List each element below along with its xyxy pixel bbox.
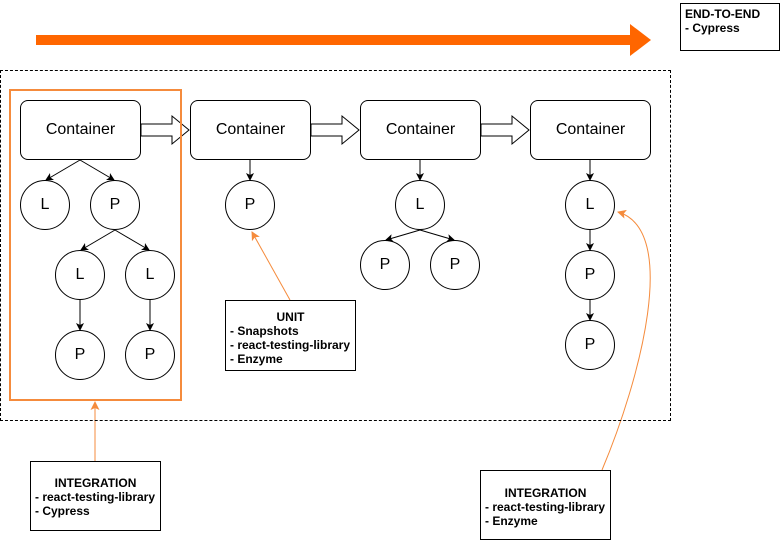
node-c3-l: L — [395, 180, 445, 230]
node-c1-l: L — [20, 180, 70, 230]
integration-right-title: INTEGRATION — [504, 486, 587, 500]
end-to-end-note: END-TO-END - Cypress — [680, 3, 780, 51]
integration-note-right: INTEGRATION - react-testing-library - En… — [480, 470, 611, 540]
end-to-end-title: END-TO-END — [685, 7, 761, 21]
container-box-2: Container — [190, 100, 311, 160]
unit-item-2: - react-testing-library — [230, 338, 351, 352]
block-arrow-2 — [310, 114, 360, 146]
node-c1-pl2: L — [125, 250, 175, 300]
node-c1-pp2: P — [125, 330, 175, 380]
unit-item-1: - Snapshots — [230, 324, 299, 338]
integration-left-item-2: - Cypress — [35, 504, 90, 518]
node-c4-l: L — [565, 180, 615, 230]
node-c3-p2: P — [430, 240, 480, 290]
node-c4-p2: P — [565, 320, 615, 370]
tree-edges — [45, 159, 594, 331]
end-to-end-arrow — [36, 24, 651, 56]
block-arrow-3 — [480, 114, 530, 146]
unit-title: UNIT — [276, 310, 305, 324]
unit-item-3: - Enzyme — [230, 352, 283, 366]
container-box-1: Container — [20, 100, 141, 160]
dashed-boundary — [0, 70, 671, 421]
integration-left-item-1: - react-testing-library — [35, 490, 156, 504]
node-c4-p1: P — [565, 250, 615, 300]
node-c3-p1: P — [360, 240, 410, 290]
end-to-end-item: - Cypress — [685, 21, 740, 35]
node-c1-p: P — [90, 180, 140, 230]
container-box-4: Container — [530, 100, 651, 160]
unit-note: UNIT - Snapshots - react-testing-library… — [225, 300, 356, 371]
node-c1-pl1: L — [55, 250, 105, 300]
integration-scope-frame — [9, 89, 182, 401]
node-c1-pp1: P — [55, 330, 105, 380]
integration-right-item-2: - Enzyme — [485, 514, 538, 528]
integration-right-item-1: - react-testing-library — [485, 500, 606, 514]
integration-left-title: INTEGRATION — [54, 476, 137, 490]
integration-note-left: INTEGRATION - react-testing-library - Cy… — [30, 461, 161, 531]
container-box-3: Container — [360, 100, 481, 160]
node-c2-p: P — [225, 180, 275, 230]
callout-pointers — [90, 209, 651, 471]
